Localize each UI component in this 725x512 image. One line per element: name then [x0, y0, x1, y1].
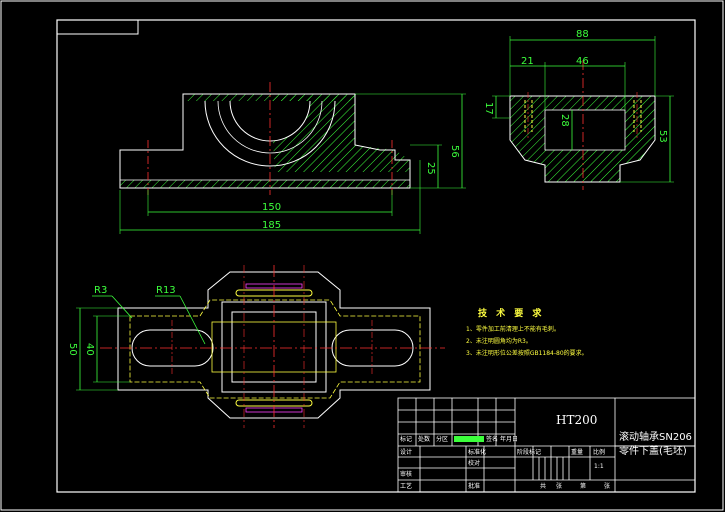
label-craft: 工艺 — [400, 482, 412, 490]
rev-label-sign: 签名 — [486, 435, 498, 443]
part-name-line-2: 零件下盖(毛坯) — [619, 444, 687, 457]
signature-fill — [454, 436, 484, 442]
front-bore-arc-mid — [217, 100, 323, 154]
front-top-hatch — [186, 94, 356, 101]
label-weight: 重量 — [571, 448, 583, 456]
dim-label-21: 21 — [521, 56, 534, 67]
label-review: 审核 — [400, 470, 412, 478]
label-proof: 校对 — [468, 459, 480, 467]
leader-r13 — [179, 295, 206, 345]
dim-label-25: 25 — [425, 162, 436, 175]
dim-label-56: 56 — [449, 145, 460, 158]
dim-label-150: 150 — [262, 202, 281, 213]
front-view: 150 185 56 25 — [119, 82, 466, 234]
dim-label-185: 185 — [262, 220, 281, 231]
technical-notes: 技 术 要 求 1、零件加工前清理上不能有毛刺。 2、未注明圆角均为R3。 3、… — [466, 307, 588, 357]
notes-item-1: 1、零件加工前清理上不能有毛刺。 — [466, 325, 560, 333]
label-design: 设计 — [400, 448, 412, 456]
front-base-hatch — [120, 180, 410, 188]
top-slot-right — [331, 329, 414, 367]
scale-value: 1:1 — [594, 463, 604, 470]
label-r13: R13 — [156, 285, 176, 296]
dim-label-17: 17 — [483, 102, 494, 115]
label-scale: 比例 — [593, 448, 605, 456]
leader-r3 — [111, 295, 133, 319]
label-standardize: 标准化 — [468, 448, 486, 456]
material-label: HT200 — [556, 413, 597, 427]
dim-label-46: 46 — [576, 56, 589, 67]
title-block-frame — [397, 397, 696, 493]
rev-label-count: 处数 — [418, 435, 430, 443]
notes-item-3: 3、未注明形位公差按照GB1184-80的要求。 — [466, 349, 588, 357]
front-outline — [119, 93, 411, 189]
sheet-border-inner — [56, 19, 696, 493]
dim-label-53: 53 — [657, 130, 668, 143]
dim-label-50: 50 — [67, 343, 78, 356]
label-sheet-no: 第 — [580, 482, 586, 490]
notes-item-2: 2、未注明圆角均为R3。 — [466, 337, 532, 345]
side-view: 88 21 46 17 28 53 — [483, 29, 674, 190]
front-bore-arc-outer — [204, 100, 336, 167]
label-r3: R3 — [94, 285, 107, 296]
rev-label-mark: 标记 — [400, 435, 412, 443]
label-approve: 批准 — [468, 482, 480, 490]
corner-stamp-box — [56, 19, 139, 35]
top-boss-outline — [129, 299, 421, 399]
side-inner-cavity — [544, 109, 626, 151]
label-sheet-of: 张 — [556, 482, 562, 490]
label-sheet-unit: 张 — [604, 482, 610, 490]
top-slot-left — [131, 329, 214, 367]
label-stage: 阶段标记 — [517, 448, 541, 456]
dim-label-28: 28 — [559, 114, 570, 127]
dim-label-40: 40 — [84, 343, 95, 356]
title-block — [397, 397, 696, 493]
top-view: R3 R13 50 40 — [67, 265, 445, 428]
label-sheet-total: 共 — [540, 482, 546, 490]
rev-label-zone: 分区 — [436, 435, 448, 443]
part-name-line-1: 滚动轴承SN206 — [619, 430, 692, 443]
rev-label-date: 年月日 — [500, 435, 518, 443]
dim-label-88: 88 — [576, 29, 589, 40]
notes-title: 技 术 要 求 — [478, 307, 544, 319]
